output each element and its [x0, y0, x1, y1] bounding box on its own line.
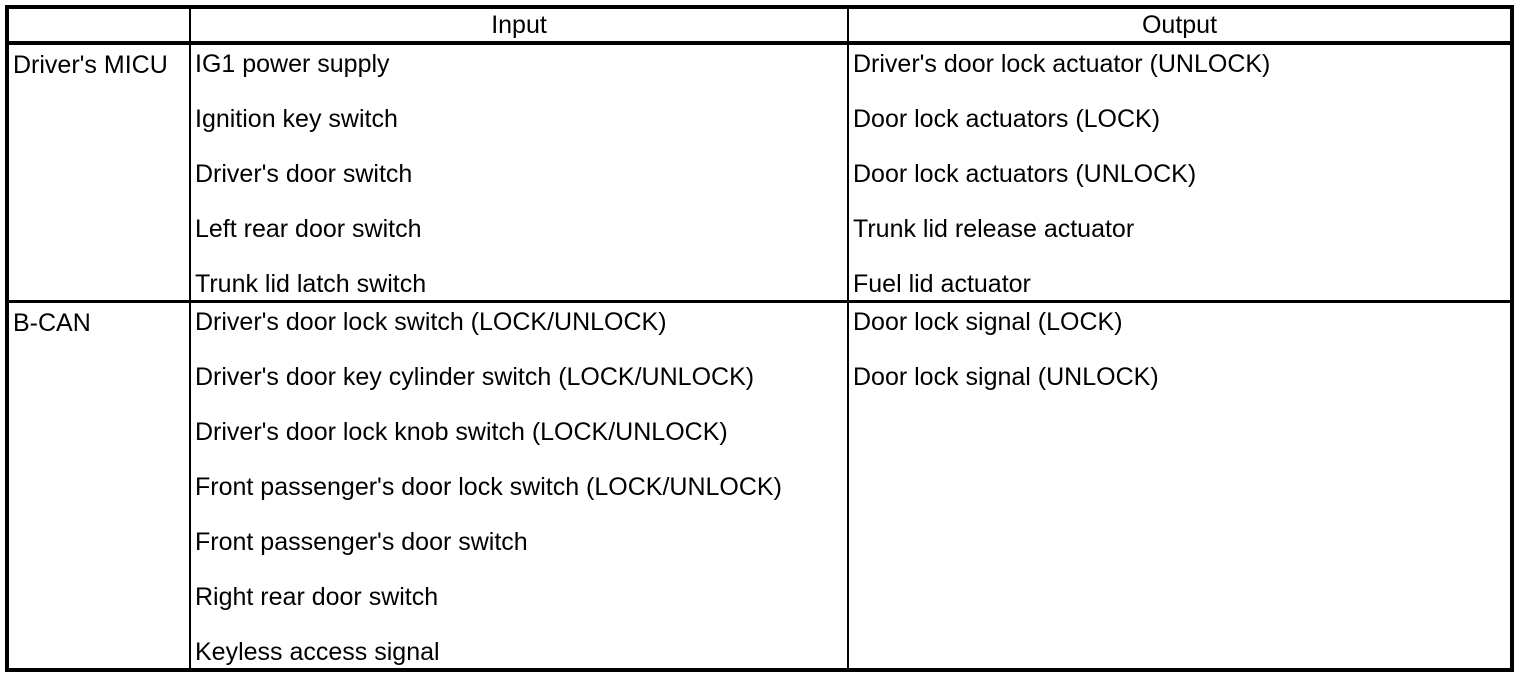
header-row: Input Output — [6, 6, 1513, 45]
input-column-header: Input — [189, 6, 849, 45]
input-item: Front passenger's door switch — [195, 528, 528, 556]
output-item: Door lock actuators (UNLOCK) — [853, 160, 1197, 188]
input-item: Keyless access signal — [195, 638, 440, 666]
input-output-table: Input Output Driver's MICU IG1 power sup… — [5, 5, 1514, 672]
output-item: Door lock signal (LOCK) — [853, 308, 1123, 336]
output-item: Trunk lid release actuator — [853, 215, 1135, 243]
output-list: Driver's door lock actuator (UNLOCK) Door… — [853, 51, 1508, 298]
output-item: Door lock signal (UNLOCK) — [853, 363, 1159, 391]
output-item: Fuel lid actuator — [853, 270, 1031, 298]
input-list: Driver's door lock switch (LOCK/UNLOCK) D… — [195, 309, 845, 666]
input-item: Ignition key switch — [195, 105, 398, 133]
input-cell: Driver's door lock switch (LOCK/UNLOCK) D… — [189, 300, 849, 671]
input-item: Left rear door switch — [195, 215, 422, 243]
input-item: Trunk lid latch switch — [195, 270, 427, 298]
input-item: Right rear door switch — [195, 583, 439, 611]
output-item: Door lock actuators (LOCK) — [853, 105, 1161, 133]
input-item: Driver's door lock switch (LOCK/UNLOCK) — [195, 308, 667, 336]
input-item: IG1 power supply — [195, 50, 390, 78]
output-cell: Driver's door lock actuator (UNLOCK) Door… — [847, 42, 1513, 303]
input-item: Front passenger's door lock switch (LOCK… — [195, 473, 782, 501]
output-list: Door lock signal (LOCK) Door lock signal … — [853, 309, 1508, 391]
row-label-cell: Driver's MICU — [6, 42, 191, 303]
input-item: Driver's door lock knob switch (LOCK/UNL… — [195, 418, 728, 446]
row-label-cell: B-CAN — [6, 300, 191, 671]
corner-cell — [6, 6, 191, 45]
input-item: Driver's door key cylinder switch (LOCK/… — [195, 363, 755, 391]
table-row-b-can: B-CAN Driver's door lock switch (LOCK/UN… — [6, 300, 1513, 671]
row-label: B-CAN — [13, 309, 91, 337]
output-cell: Door lock signal (LOCK) Door lock signal … — [847, 300, 1513, 671]
row-label: Driver's MICU — [13, 51, 168, 79]
output-item: Driver's door lock actuator (UNLOCK) — [853, 50, 1271, 78]
input-item: Driver's door switch — [195, 160, 413, 188]
output-column-header: Output — [847, 6, 1513, 45]
